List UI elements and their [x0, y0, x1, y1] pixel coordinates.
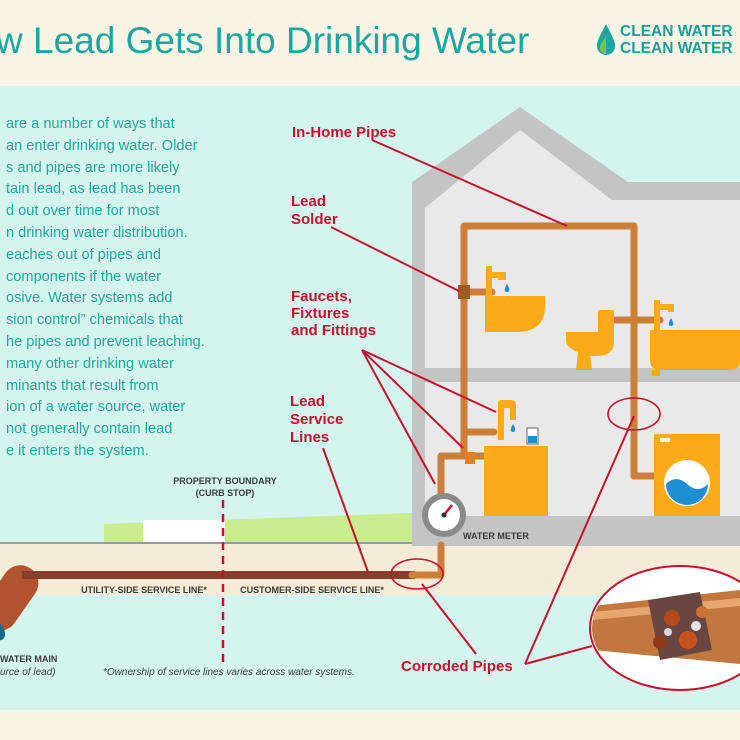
label-service-3: Lines — [290, 429, 329, 446]
second-floor — [425, 368, 740, 382]
label-in-home-pipes: In-Home Pipes — [292, 124, 396, 141]
water-drop-logo-icon — [597, 24, 615, 55]
intro-line: are a number of ways that — [6, 116, 175, 132]
intro-line: tain lead, as lead has been — [6, 181, 181, 198]
intro-line: minants that result from — [6, 377, 159, 394]
water-drop-icon — [504, 284, 510, 292]
intro-line: many other drinking water — [6, 355, 174, 372]
intro-line: he pipes and prevent leaching. — [6, 333, 205, 350]
label-water-main-2: urce of lead) — [0, 667, 56, 678]
corroded-pipe-closeup-icon — [589, 565, 740, 691]
intro-line: n drinking water distribution. — [6, 224, 188, 241]
callout-labels: In-Home Pipes Lead Solder Faucets, Fixtu… — [290, 124, 513, 675]
logo-text: CLEAN WATER CLEAN WATER — [620, 23, 733, 57]
label-water-meter: WATER METER — [463, 531, 529, 541]
intro-line: components if the water — [6, 268, 161, 285]
water-main — [0, 565, 39, 641]
intro-line: an enter drinking water. Older — [6, 137, 198, 154]
intro-line: ion of a water source, water — [6, 399, 186, 416]
corrosion-highlights — [390, 397, 661, 590]
intro-text: are a number of ways that an enter drinki… — [6, 114, 221, 463]
fitting-joint — [465, 452, 475, 464]
label-corroded-pipes: Corroded Pipes — [401, 658, 513, 675]
label-lead-solder-2: Solder — [291, 211, 338, 228]
lead-solder-joint — [458, 285, 470, 299]
toilet-icon — [566, 310, 614, 370]
small-labels: PROPERTY BOUNDARY (CURB STOP) UTILITY-SI… — [0, 476, 529, 664]
intro-line: osive. Water systems add — [6, 290, 173, 307]
label-service-1: Lead — [290, 393, 325, 410]
kitchen-sink-icon — [484, 400, 548, 516]
customer-service-line — [225, 571, 415, 579]
intro-line: not generally contain lead — [6, 421, 173, 438]
label-faucets-1: Faucets, — [291, 288, 352, 305]
page-title: w Lead Gets Into Drinking Water — [0, 20, 530, 61]
label-utility-side: UTILITY-SIDE SERVICE LINE* — [81, 585, 207, 595]
label-water-main-1: WATER MAIN — [0, 654, 57, 664]
bath-drop-icon — [668, 318, 674, 326]
sidewalk — [143, 520, 225, 544]
sink-icon — [485, 266, 545, 332]
ground-floor — [425, 516, 740, 530]
label-property-boundary-2: (CURB STOP) — [196, 488, 255, 498]
label-customer-side: CUSTOMER-SIDE SERVICE LINE* — [240, 585, 384, 595]
washing-machine-icon — [654, 434, 720, 516]
logo-line-2: CLEAN WATER — [620, 40, 733, 57]
service-line — [22, 571, 412, 579]
intro-line: d out over time for most — [6, 203, 160, 220]
label-faucets-3: and Fittings — [291, 322, 376, 339]
footnote: *Ownership of service lines varies acros… — [103, 667, 355, 678]
intro-line: e it enters the system. — [6, 442, 149, 459]
faucet-drop-icon — [510, 424, 516, 432]
intro-line: eaches out of pipes and — [6, 246, 161, 263]
foundation — [412, 530, 740, 546]
label-service-2: Service — [290, 411, 343, 428]
glass-icon — [526, 427, 539, 445]
label-lead-solder-1: Lead — [291, 193, 326, 210]
logo-line-1: CLEAN WATER — [620, 23, 733, 40]
bathtub-icon — [650, 300, 740, 376]
water-meter-icon — [422, 493, 466, 537]
house-gable — [412, 182, 425, 208]
intro-line: sion control” chemicals that — [6, 312, 183, 329]
callout-lines — [322, 139, 635, 665]
label-faucets-2: Fixtures — [291, 305, 349, 322]
label-property-boundary-1: PROPERTY BOUNDARY — [173, 476, 277, 486]
intro-line: s and pipes are more likely — [6, 159, 180, 176]
